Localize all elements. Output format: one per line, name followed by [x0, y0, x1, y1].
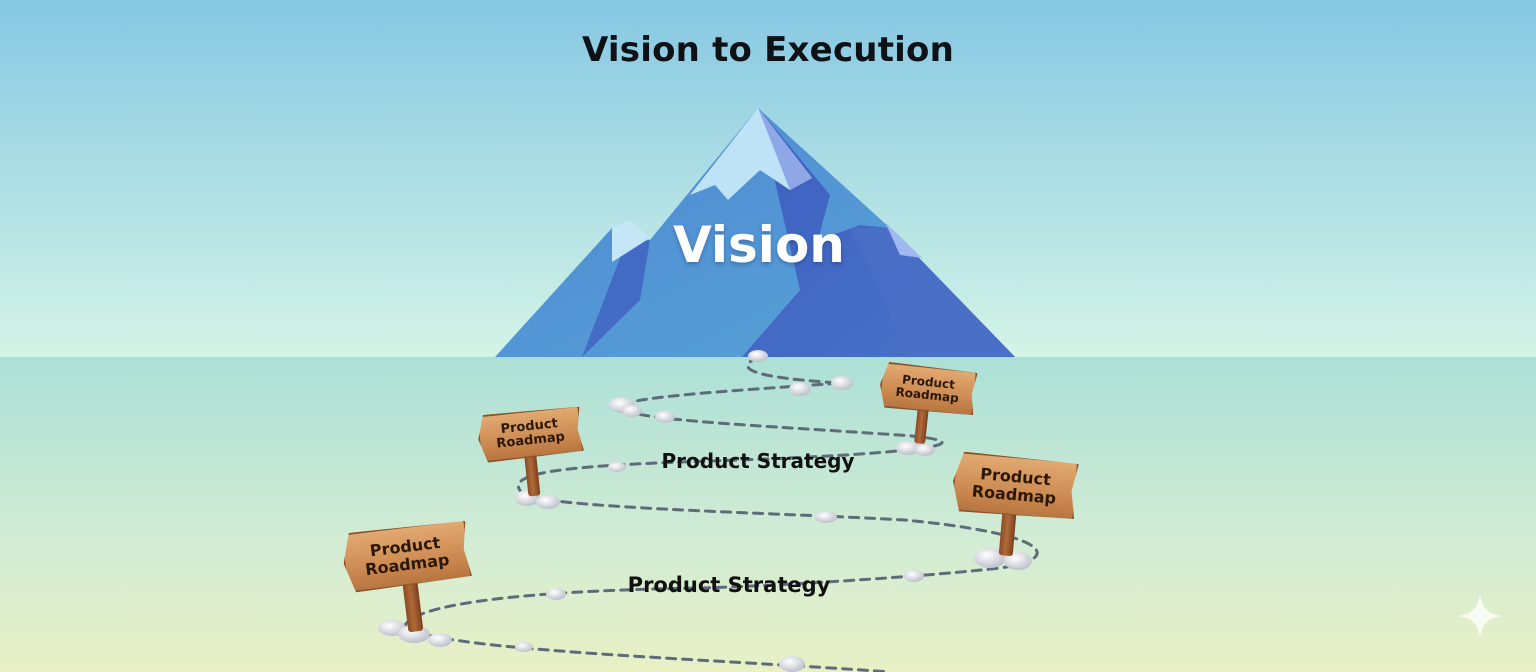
trail-path	[403, 355, 1039, 672]
signpost-roadmap-4: Product Roadmap	[340, 519, 476, 639]
vision-label: Vision	[673, 216, 845, 274]
strategy-label-lower: Product Strategy	[627, 573, 831, 597]
ground	[0, 357, 1536, 672]
strategy-label-upper: Product Strategy	[661, 449, 855, 473]
page-title: Vision to Execution	[582, 30, 954, 70]
sparkle-icon	[1458, 594, 1502, 638]
signpost-board: Product Roadmap	[878, 361, 978, 417]
signpost-board: Product Roadmap	[476, 405, 584, 464]
signpost-roadmap-1: Product Roadmap	[874, 361, 978, 451]
signpost-board: Product Roadmap	[950, 451, 1079, 522]
signpost-roadmap-2: Product Roadmap	[476, 405, 588, 501]
path-rocks	[378, 350, 1032, 672]
mountain	[495, 108, 1015, 357]
signpost-roadmap-3: Product Roadmap	[947, 451, 1077, 561]
